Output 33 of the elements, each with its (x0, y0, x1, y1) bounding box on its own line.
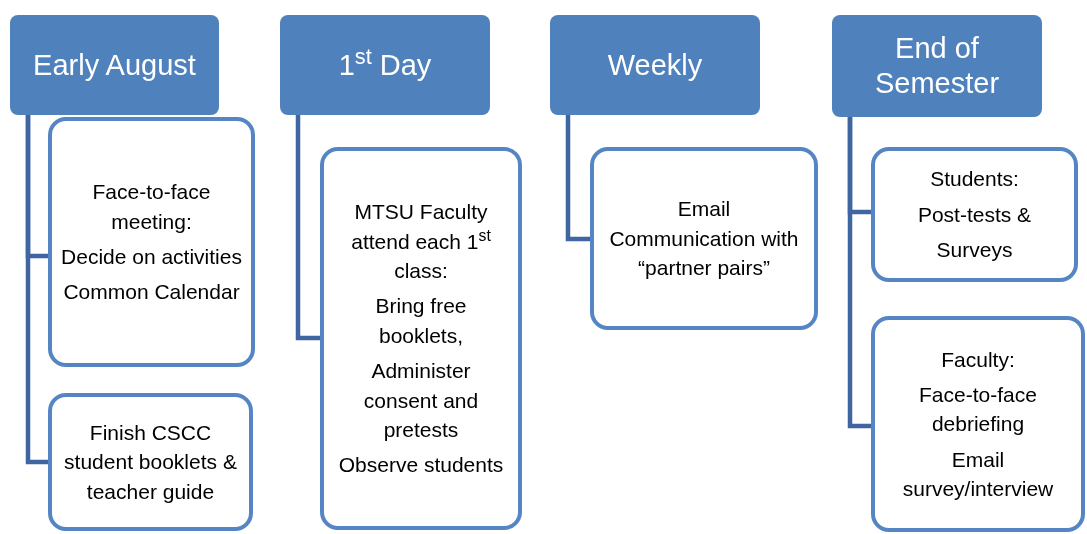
phase-title: 1$^{st}$ Day (338, 47, 432, 83)
phase-header (832, 15, 1042, 117)
task-text: MTSU Faculty attend each 1$^{st}$ class: (350, 199, 492, 284)
task-text: Decide on activities (61, 244, 242, 270)
task-text: Face-to-face meeting: (91, 179, 212, 235)
phase-title: Early August (33, 47, 196, 83)
connector-line (565, 115, 590, 242)
task-box (48, 117, 255, 367)
task-text: Surveys (936, 237, 1013, 264)
task-text: Administer consent and pretests (362, 358, 480, 443)
connector-line (25, 115, 48, 465)
phase-header (10, 15, 219, 115)
task-text: Common Calendar (63, 279, 240, 306)
task-text: Bring free booklets, (374, 293, 468, 349)
phase-title: End of Semester (873, 31, 1001, 101)
task-box (871, 147, 1078, 282)
task-box (590, 147, 818, 330)
task-text: Students: (930, 166, 1019, 193)
phase-header (280, 15, 490, 115)
task-box (48, 393, 253, 531)
connector-line (847, 117, 871, 429)
task-text: Faculty: (941, 346, 1015, 373)
task-text: Face-to-face debriefing (918, 381, 1038, 438)
task-box (320, 147, 522, 530)
task-box (871, 316, 1085, 532)
task-text: Observe students (338, 452, 504, 479)
connector-line (295, 115, 320, 341)
phase-header (550, 15, 760, 115)
phase-title: Weekly (607, 47, 703, 83)
task-text: Email survey/interview (901, 446, 1055, 503)
task-text: Email Communication with “partner pairs” (608, 196, 800, 282)
task-text: Finish CSCC student booklets & teacher guide (63, 419, 238, 505)
task-text: Post-tests & (917, 201, 1032, 228)
